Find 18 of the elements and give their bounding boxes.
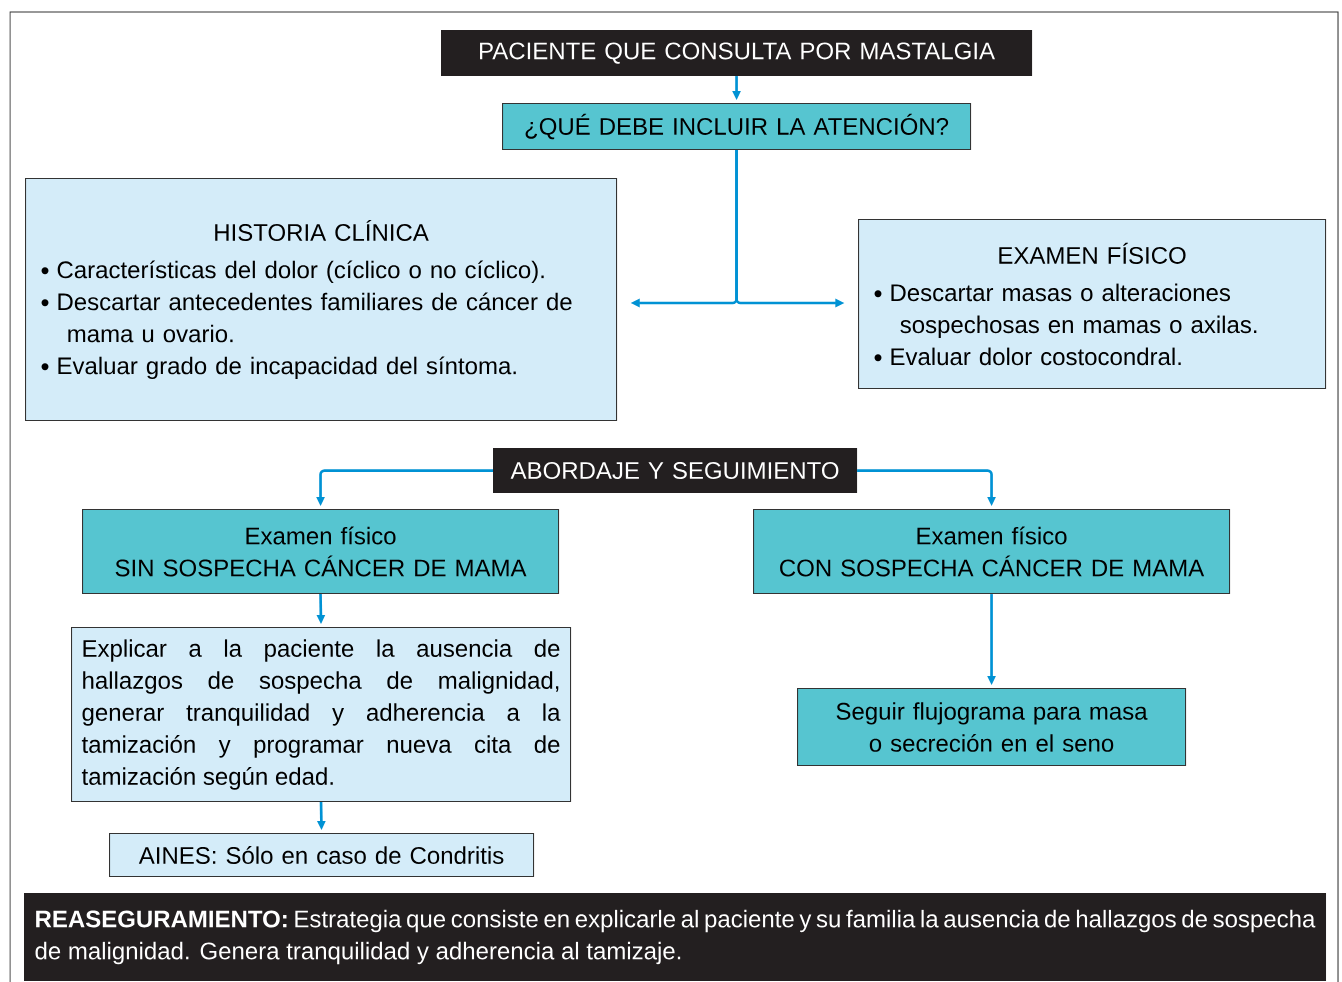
info-box <box>858 219 1327 390</box>
heading-box: REASEGURAMIENTO: Estrategia que consiste en explicarle al paciente y su familia la ausencia de hallazgos de sospecha de malignidad. Genera tranquilidad y adherencia al tamizaje. <box>24 893 1327 982</box>
bullet-item: Evaluar dolor costocondral. <box>874 347 1181 366</box>
info-box: AINES: Sólo en caso de Condritis <box>109 833 535 878</box>
info-box <box>25 178 618 422</box>
heading-box: ABORDAJE Y SEGUIMIENTO <box>493 448 858 494</box>
process-box: Examen físico SIN SOSPECHA CÁNCER DE MAMA <box>82 509 560 595</box>
bullet-item: Descartar masas o alteraciones sospechosas en mamas o axilas. <box>874 283 1257 338</box>
bullet-item: Características del dolor (cíclico o no cíclico). <box>41 260 544 284</box>
process-box: ¿QUÉ DEBE INCLUIR LA ATENCIÓN? <box>502 103 972 151</box>
process-box: Examen físico CON SOSPECHA CÁNCER DE MAMA <box>753 509 1231 595</box>
box-heading: EXAMEN FÍSICO <box>999 242 1186 264</box>
box-heading: HISTORIA CLÍNICA <box>215 219 429 241</box>
bullet-item: Evaluar grado de incapacidad del síntoma. <box>41 356 516 380</box>
process-box: Seguir flujograma para masa o secreción en el seno <box>797 688 1187 767</box>
heading-box: PACIENTE QUE CONSULTA POR MASTALGIA <box>441 30 1033 77</box>
info-box: Explicar a la paciente la ausencia de hallazgos de sospecha de malignidad, generar tranquilidad y adherencia a la tamización y programar nueva cita de tamización según edad. <box>71 627 572 803</box>
bullet-item: Descartar antecedentes familiares de cáncer de mama u ovario. <box>41 292 572 343</box>
